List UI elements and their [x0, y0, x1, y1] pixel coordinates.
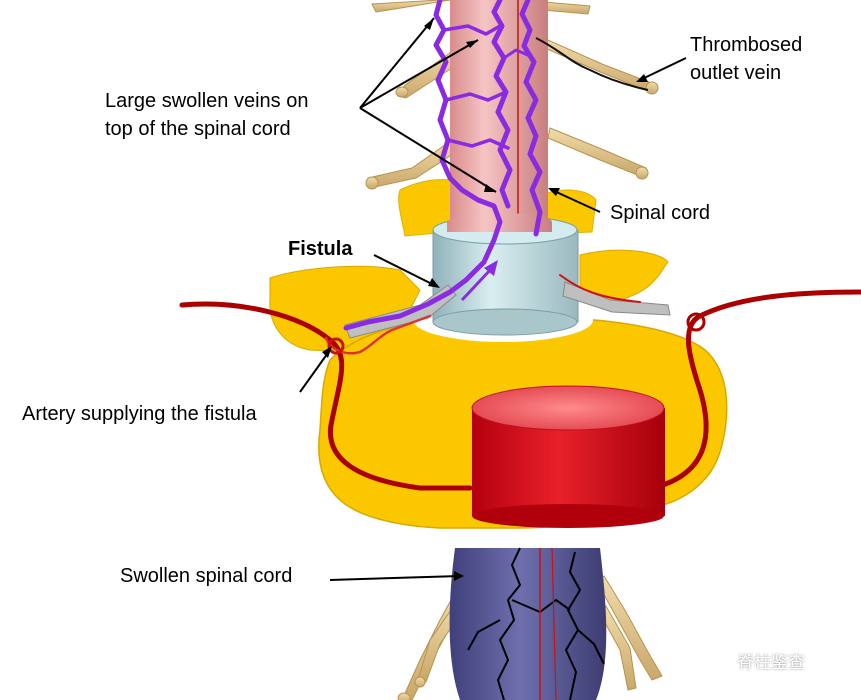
watermark: 脊柱鉴查: [709, 648, 805, 673]
disc: [471, 385, 665, 528]
wechat-icon: [709, 649, 733, 672]
label-thrombosed-outlet-vein-1: Thrombosed: [690, 34, 803, 56]
watermark-text: 脊柱鉴查: [737, 653, 805, 672]
thrombosed-outlet-vein: [535, 37, 649, 91]
flow-arrow: [460, 266, 494, 302]
label-swollen-spinal-cord: Swollen spinal cord: [120, 565, 293, 587]
arteries: [179, 274, 861, 491]
swollen-veins: [343, 0, 543, 331]
label-large-swollen-veins-1: Large swollen veins on: [105, 90, 309, 112]
flow-arrowhead: [484, 260, 498, 276]
dural-sleeve: [432, 213, 579, 336]
label-thrombosed-outlet-vein-2: outlet vein: [690, 62, 782, 84]
spinal-cord: [450, 0, 548, 240]
pointer-arrowheads: [322, 18, 648, 581]
upper-nerve-roots: [365, 0, 659, 190]
label-fistula: Fistula: [288, 238, 353, 260]
label-artery-supplying-fistula: Artery supplying the fistula: [22, 403, 257, 425]
label-spinal-cord: Spinal cord: [610, 202, 711, 224]
swollen-spinal-cord: [449, 547, 607, 700]
label-large-swollen-veins-2: top of the spinal cord: [105, 118, 291, 140]
right-root-sleeve: [562, 281, 671, 316]
pointer-lines: [299, 17, 687, 581]
